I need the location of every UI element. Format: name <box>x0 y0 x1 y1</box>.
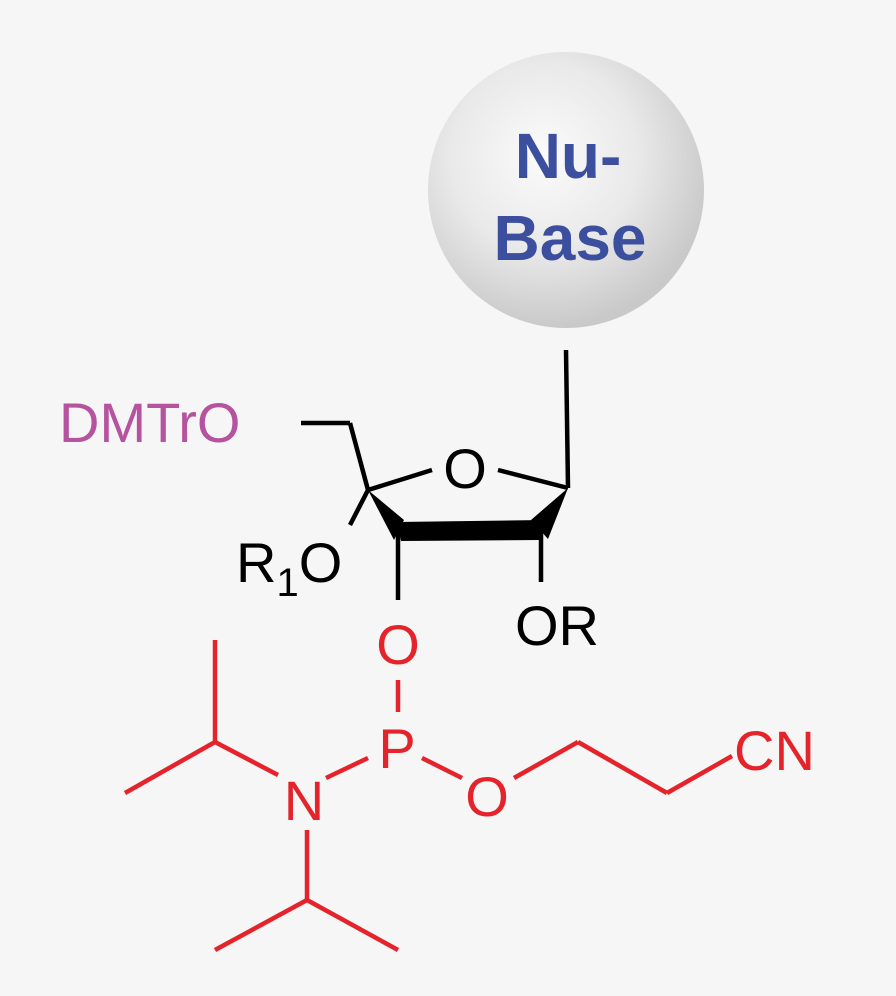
wedge-c4-c3 <box>368 490 404 540</box>
bond-p-o <box>420 755 464 781</box>
bond-ch2-c4 <box>347 422 371 491</box>
or-label: OR <box>515 594 599 657</box>
r1o-label: R1O <box>236 531 342 605</box>
nucleobase-sphere <box>428 52 704 328</box>
bold-bond-c3-c2 <box>397 520 544 541</box>
nitrogen-label: N <box>284 769 324 832</box>
bond-ch-me-lower-b <box>305 898 400 952</box>
bond-c4-ring-o <box>367 467 433 493</box>
wedge-c1-c2 <box>531 488 568 539</box>
phosphorus-label: P <box>378 717 415 780</box>
bond-ch-me-upper-b <box>123 740 217 795</box>
bond-ch-me-lower-a <box>213 898 309 952</box>
ester-oxygen-label: O <box>465 765 509 828</box>
bond-ch2-ch2 <box>576 740 669 795</box>
o3-oxygen-label: O <box>376 613 420 676</box>
bond-c1-base <box>563 349 571 489</box>
bond-p-n <box>325 755 369 781</box>
bond-o-ch2 <box>512 740 580 780</box>
nucleobase-label-line1: Nu- <box>515 120 622 192</box>
bond-ch2-cn <box>665 754 734 795</box>
nucleobase-label-line2: Base <box>494 202 647 274</box>
nitrile-label: CN <box>734 719 815 782</box>
dmtr-label: DMTrO <box>59 391 240 454</box>
bond-ring-o-c1 <box>497 467 569 491</box>
ring-oxygen-label: O <box>443 437 487 500</box>
bond-c4-o3a <box>347 488 371 527</box>
bond-n-ch-upper <box>213 740 280 777</box>
